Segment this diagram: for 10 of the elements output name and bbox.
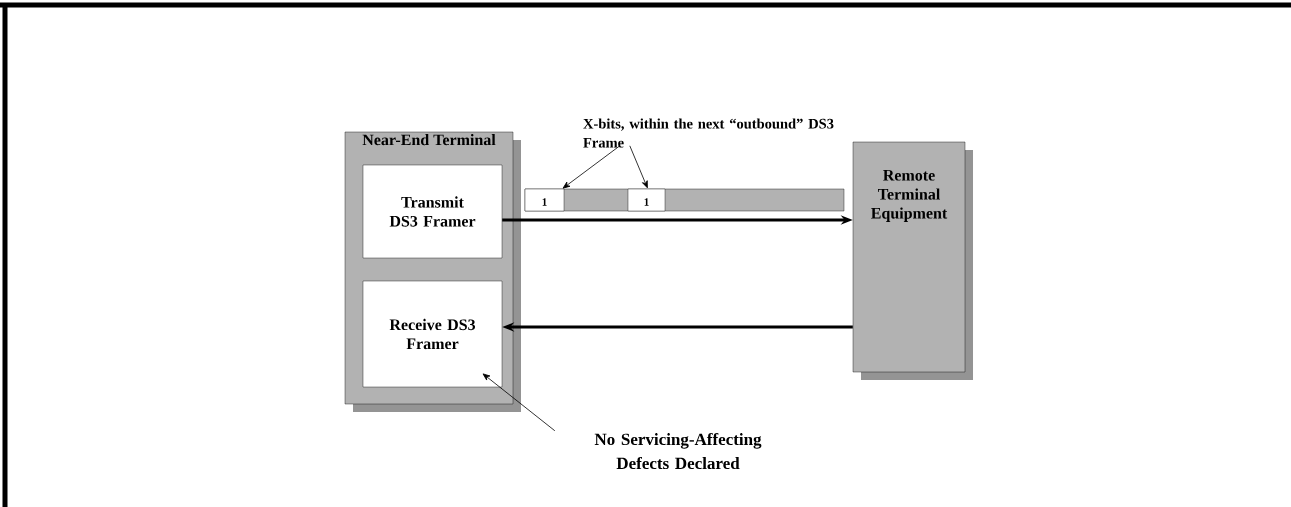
leader-line [482,373,556,432]
note-text: X-bits, within the next “outbound” DS3 Frame [583,118,834,148]
terminal-box: Remote Terminal Equipment [852,141,973,380]
bit-cell: 1 [524,188,565,212]
arrow [629,145,648,189]
note-text: No Servicing-Affecting Defects Declared [594,432,762,470]
arrow [562,145,621,189]
framer-box: Transmit DS3 Framer [362,164,503,259]
bit-cell: 1 [627,188,666,212]
framer-box: Receive DS3 Framer [362,280,503,388]
